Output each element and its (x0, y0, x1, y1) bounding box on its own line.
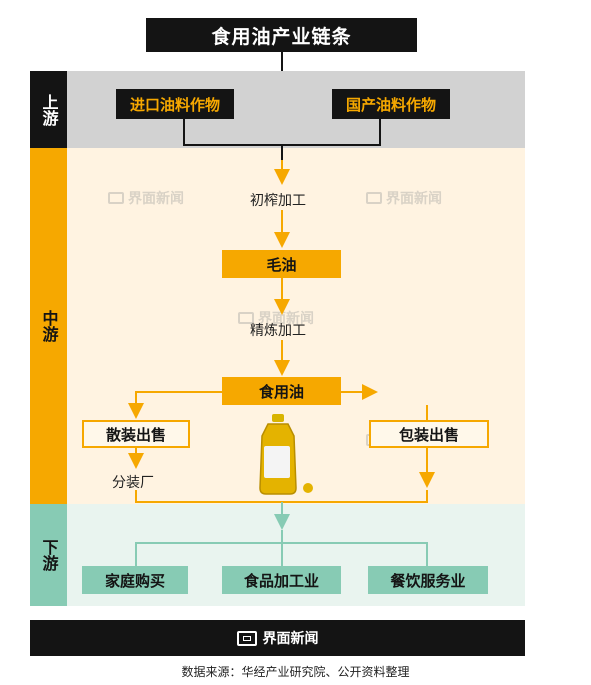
stage-label-downstream: 下游 (30, 504, 67, 606)
stage-label-downstream-text: 下游 (39, 539, 59, 571)
crude-oil-box: 毛油 (222, 250, 341, 278)
stage-label-midstream-text: 中游 (39, 310, 59, 342)
arrow-to-bulk (128, 391, 222, 419)
diagram-title: 食用油产业链条 (146, 18, 417, 52)
footer-brand-bar: 界面新闻 (30, 620, 525, 656)
watermark: 界面新闻 (238, 308, 314, 328)
packaged-sale-box: 包装出售 (369, 420, 489, 448)
watermark-logo-icon (238, 312, 254, 324)
title-connector (281, 52, 283, 71)
edible-oil-box: 食用油 (222, 377, 341, 405)
watermark-logo-icon (366, 192, 382, 204)
watermark-text: 界面新闻 (258, 311, 314, 327)
stage-label-upstream-text: 上游 (39, 93, 59, 126)
stage-label-upstream: 上游 (30, 71, 67, 148)
step-refining: 精炼加工 (250, 323, 306, 339)
bulk-sale-box: 散装出售 (82, 420, 190, 448)
watermark-logo-icon (108, 192, 124, 204)
household-purchase-box: 家庭购买 (82, 566, 188, 594)
food-processing-box: 食品加工业 (222, 566, 341, 594)
repackaging-plant-label: 分装厂 (112, 475, 154, 491)
data-source-caption: 数据来源：华经产业研究院、公开资料整理 (181, 665, 410, 679)
domestic-oil-crops-box: 国产油料作物 (332, 89, 450, 119)
watermark-text: 界面新闻 (386, 191, 442, 207)
import-oil-crops-box: 进口油料作物 (116, 89, 234, 119)
footer-brand-text: 界面新闻 (262, 631, 319, 647)
upstream-merge-line (183, 118, 381, 146)
watermark-text: 界面新闻 (128, 191, 184, 207)
brand-logo-icon (236, 630, 257, 646)
stage-label-midstream: 中游 (30, 148, 67, 504)
watermark: 界面新闻 (366, 188, 442, 208)
watermark: 界面新闻 (108, 188, 184, 208)
oil-bottle-icon (259, 414, 313, 495)
catering-services-box: 餐饮服务业 (368, 566, 488, 594)
step-initial-pressing: 初榨加工 (250, 193, 306, 209)
